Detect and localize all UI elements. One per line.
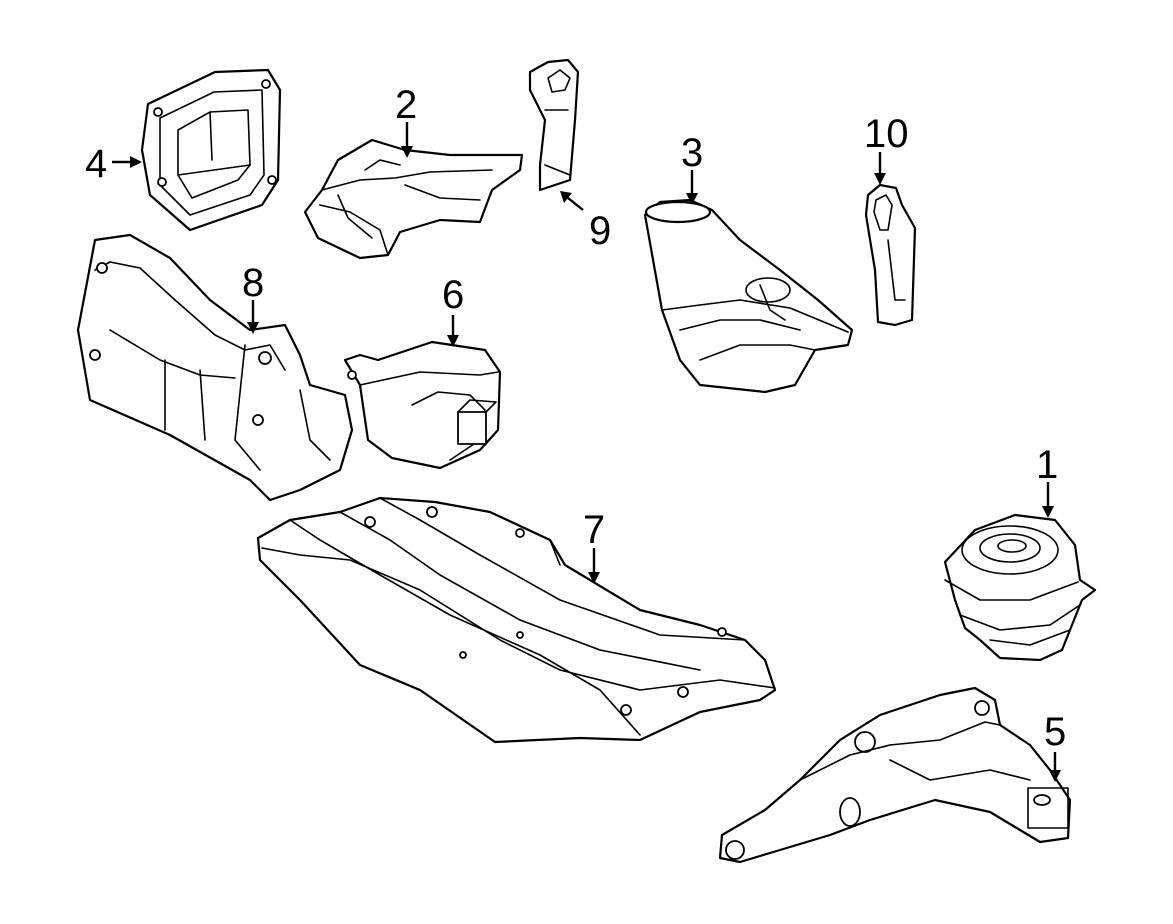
callout-arrows bbox=[112, 122, 1061, 782]
arrow-head-7 bbox=[588, 572, 600, 584]
callout-label-2: 2 bbox=[395, 83, 417, 127]
callout-label-9: 9 bbox=[589, 209, 611, 253]
callout-label-1: 1 bbox=[1036, 443, 1058, 487]
callout-label-10: 10 bbox=[864, 112, 909, 156]
arrow-9 bbox=[567, 197, 584, 211]
arrow-head-10 bbox=[874, 173, 886, 185]
part-4-bracket bbox=[140, 68, 282, 232]
arrow-head-9 bbox=[560, 191, 572, 203]
callout-labels: 1 2 3 4 5 6 7 8 9 10 bbox=[85, 83, 1066, 754]
part-8-engine-bracket bbox=[76, 233, 354, 502]
part-5-bracket-arm bbox=[718, 686, 1072, 864]
arrow-head-4 bbox=[130, 156, 142, 168]
arrow-head-6 bbox=[447, 335, 459, 347]
part-2-heat-shield bbox=[303, 138, 524, 260]
callout-label-4: 4 bbox=[85, 142, 107, 186]
part-1-engine-mount bbox=[943, 513, 1097, 662]
part-7-crossmember bbox=[256, 496, 777, 744]
callout-label-3: 3 bbox=[681, 131, 703, 175]
callout-label-6: 6 bbox=[442, 273, 464, 317]
callout-label-7: 7 bbox=[583, 508, 605, 552]
part-9-bracket bbox=[528, 58, 580, 192]
part-6-transmission-mount bbox=[343, 340, 502, 470]
arrow-head-5 bbox=[1049, 770, 1061, 782]
part-10-bracket bbox=[864, 183, 917, 327]
callout-label-8: 8 bbox=[242, 261, 264, 305]
arrow-head-3 bbox=[686, 193, 698, 205]
arrow-head-8 bbox=[247, 322, 259, 334]
arrow-head-2 bbox=[401, 146, 413, 158]
callout-label-5: 5 bbox=[1044, 710, 1066, 754]
arrow-head-1 bbox=[1042, 506, 1054, 518]
part-3-boot-cover bbox=[643, 198, 854, 394]
